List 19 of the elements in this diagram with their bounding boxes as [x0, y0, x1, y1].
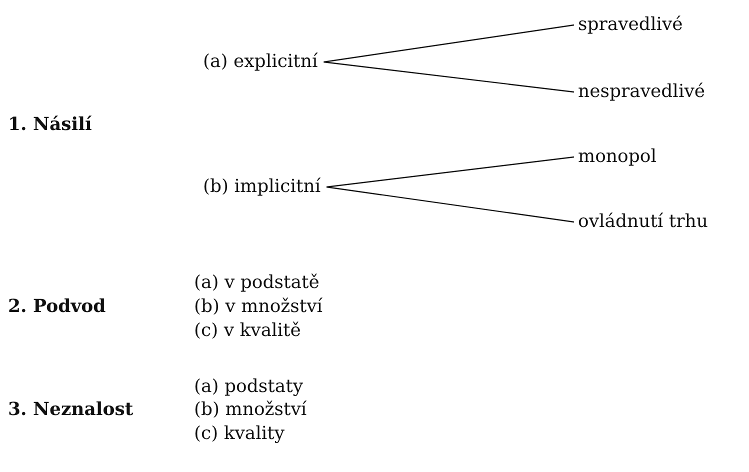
subcategory-text: (c) v kvalitě: [194, 320, 301, 342]
branch-line: [326, 156, 574, 188]
subcategory-text: (c) kvality: [194, 423, 285, 445]
subcategory-text: (a) v podstatě: [194, 272, 320, 294]
category-text: nespravedlivé: [578, 81, 706, 103]
branch-line: [324, 24, 574, 63]
category-text: spravedlivé: [578, 14, 683, 36]
category-text: (b) implicitní: [203, 176, 321, 198]
branch-line: [326, 186, 574, 223]
category-heading: 2. Podvod: [8, 296, 106, 318]
category-heading: 1. Násilí: [8, 114, 92, 136]
category-text: ovládnutí trhu: [578, 211, 708, 233]
subcategory-text: (b) množství: [194, 399, 307, 421]
category-text: (a) explicitní: [203, 51, 318, 73]
subcategory-text: (a) podstaty: [194, 376, 303, 398]
subcategory-text: (b) v množství: [194, 296, 323, 318]
category-text: monopol: [578, 146, 656, 168]
category-heading: 3. Neznalost: [8, 399, 134, 421]
branch-line: [324, 61, 574, 93]
